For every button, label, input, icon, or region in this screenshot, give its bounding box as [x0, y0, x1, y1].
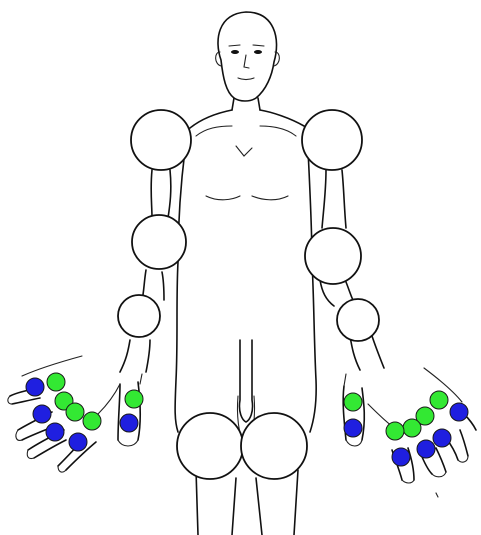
blue-joint-dot [450, 403, 468, 421]
blue-joint-dot [344, 419, 362, 437]
green-joint-dot [344, 393, 362, 411]
left-knee-joint [241, 413, 307, 479]
green-joint-dot [47, 373, 65, 391]
right-arm-outline [120, 170, 171, 372]
right-shoulder-joint [131, 110, 191, 170]
green-joint-dot [386, 422, 404, 440]
blue-joint-dot [46, 423, 64, 441]
right-knee-joint [177, 413, 243, 479]
blue-joint-dot [26, 378, 44, 396]
large-joints [118, 110, 379, 479]
green-joint-dot [125, 390, 143, 408]
left-elbow-joint [305, 228, 361, 284]
left-wrist-joint [337, 299, 379, 341]
blue-joint-dot [417, 440, 435, 458]
green-joint-dot [83, 412, 101, 430]
head-outline [218, 12, 277, 101]
left-hand-joints [344, 391, 468, 466]
torso-outline [175, 110, 316, 432]
blue-joint-dot [433, 429, 451, 447]
face [229, 45, 264, 80]
blue-joint-dot [392, 448, 410, 466]
blue-joint-dot [33, 405, 51, 423]
right-elbow-joint [132, 215, 186, 269]
blue-joint-dot [120, 414, 138, 432]
blue-joint-dot [69, 433, 87, 451]
left-shoulder-joint [302, 110, 362, 170]
green-joint-dot [403, 419, 421, 437]
green-joint-dot [66, 403, 84, 421]
right-wrist-joint [118, 295, 160, 337]
green-joint-dot [430, 391, 448, 409]
right-hand-joints [26, 373, 143, 451]
